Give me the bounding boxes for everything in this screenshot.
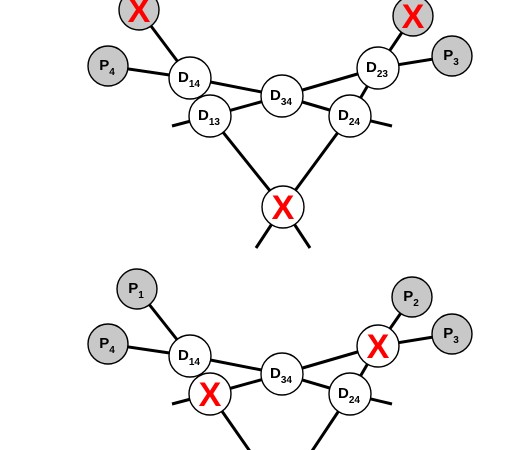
node-label-sub: 14 [189, 357, 201, 368]
node-label-sub: 4 [109, 345, 115, 356]
node-label: P4 [99, 335, 115, 356]
x-mark-icon: X [367, 328, 390, 366]
node-circle [168, 56, 212, 100]
node-circle [356, 46, 400, 90]
node-circle [87, 323, 129, 365]
node-label-main: D [366, 59, 377, 76]
node-label-sub: 4 [109, 67, 115, 78]
node-p4: P4 [87, 323, 129, 365]
node-d14: D14 [168, 334, 212, 378]
node-label-main: D [270, 87, 281, 104]
node-circle [356, 324, 400, 368]
node-label: D24 [338, 107, 360, 128]
node-circle [392, 0, 434, 37]
node-d14: D14 [168, 56, 212, 100]
x-mark-icon: X [272, 189, 295, 227]
node-label: P4 [99, 57, 115, 78]
node-label-main: D [338, 107, 349, 124]
node-x_d13: X [188, 372, 232, 416]
node-circle [168, 334, 212, 378]
node-circle [188, 94, 232, 138]
node-circle [328, 94, 372, 138]
node-label-sub: 2 [413, 298, 419, 309]
node-label-sub: 3 [453, 57, 459, 68]
node-label-main: P [99, 335, 109, 352]
node-label-main: P [443, 325, 453, 342]
node-d13: D13 [188, 94, 232, 138]
node-label: D34 [270, 365, 292, 386]
node-label: P2 [403, 288, 419, 309]
node-label: D13 [198, 107, 220, 128]
node-label-main: P [128, 280, 138, 297]
node-circle [431, 313, 473, 355]
node-circle [118, 0, 160, 31]
node-circle [260, 74, 304, 118]
node-p3: P3 [431, 35, 473, 77]
node-label-sub: 3 [453, 335, 459, 346]
node-p1: P1 [116, 268, 158, 310]
node-label-main: P [99, 57, 109, 74]
node-label-main: D [178, 347, 189, 364]
node-label-sub: 1 [138, 290, 144, 301]
node-label-sub: 34 [281, 375, 293, 386]
node-circle [116, 268, 158, 310]
node-label: D14 [178, 347, 200, 368]
node-d23: D23 [356, 46, 400, 90]
node-circle [261, 185, 305, 229]
node-d24: D24 [328, 372, 372, 416]
node-label: P3 [443, 47, 459, 68]
node-label-sub: 13 [209, 117, 221, 128]
x-mark-icon: X [402, 0, 425, 36]
x-mark-icon: X [128, 0, 151, 30]
node-d24: D24 [328, 94, 372, 138]
node-x_p2: X [392, 0, 434, 37]
node-p3: P3 [431, 313, 473, 355]
node-x_d23: X [356, 324, 400, 368]
node-label-sub: 14 [189, 79, 201, 90]
node-p4: P4 [87, 45, 129, 87]
node-label-main: D [338, 385, 349, 402]
node-d34: D34 [260, 352, 304, 396]
node-circle [260, 352, 304, 396]
node-label: D14 [178, 69, 200, 90]
node-label-sub: 24 [349, 117, 361, 128]
node-label-sub: 23 [377, 69, 389, 80]
node-x_p1: X [118, 0, 160, 31]
node-circle [431, 35, 473, 77]
node-label: D34 [270, 87, 292, 108]
node-label-sub: 24 [349, 395, 361, 406]
node-p2: P2 [391, 276, 433, 318]
node-label: P1 [128, 280, 144, 301]
node-label: D23 [366, 59, 388, 80]
node-circle [188, 372, 232, 416]
node-label-main: P [403, 288, 413, 305]
node-d34: D34 [260, 74, 304, 118]
node-label-main: P [443, 47, 453, 64]
node-circle [328, 372, 372, 416]
node-circle [391, 276, 433, 318]
node-label: D24 [338, 385, 360, 406]
node-label-main: D [178, 69, 189, 86]
node-label-main: D [270, 365, 281, 382]
node-label-main: D [198, 107, 209, 124]
node-label: P3 [443, 325, 459, 346]
node-circle [87, 45, 129, 87]
node-label-sub: 34 [281, 97, 293, 108]
x-mark-icon: X [199, 376, 222, 414]
node-x_bottom: X [261, 185, 305, 229]
